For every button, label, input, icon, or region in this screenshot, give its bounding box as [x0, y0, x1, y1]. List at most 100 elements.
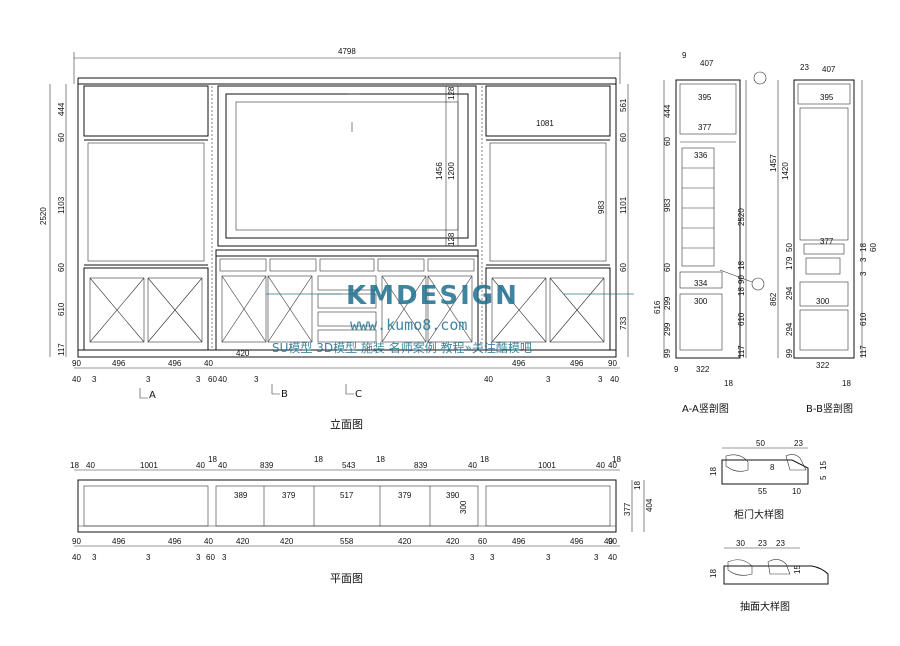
watermark-url: www.kumo8.com [350, 316, 467, 334]
dim-sa-left-3: 60 [663, 263, 672, 272]
dim-plan-bottom-10: 420 [236, 537, 250, 546]
dim-plan-side-0: 404 [645, 498, 654, 512]
caption-section-a: A-A竖剖图 [682, 402, 729, 415]
dim-left-h5: 117 [57, 343, 66, 356]
dim-sb-right-5: 117 [859, 345, 868, 358]
dim-sa-left-7: 99 [663, 349, 672, 358]
dim-sb-right-2: 60 [869, 243, 878, 252]
watermark-tagline: SU模型 3D模型 施装 名师案例 教程»关注酷模吧 [272, 340, 532, 355]
plan-view: 18 40 1001 40 18 40 839 18 543 18 839 40… [70, 455, 654, 585]
dim-sb-right-3: 3 [859, 271, 868, 276]
dim-plan-top-8: 543 [342, 461, 356, 470]
dim-sb-left-4: 862 [769, 292, 778, 306]
dim-sb-left-7: 99 [785, 349, 794, 358]
section-b-view: 23 407 395 377 300 322 18 1457 1420 50 1… [769, 63, 878, 415]
dim-center-h2: 1200 [447, 162, 456, 180]
dim-drawer-0: 30 [736, 539, 745, 548]
dim-plan-inner-2: 517 [340, 491, 354, 500]
dim-sb-left-5: 294 [785, 286, 794, 300]
dim-plan-bottom-19: 3 [546, 553, 551, 562]
dim-plan-top-13: 1001 [538, 461, 556, 470]
dim-elev-bottom-0: 90 [72, 359, 81, 368]
dim-plan-bottom-11: 420 [280, 537, 294, 546]
dim-elev-bottom-4: 3 [146, 375, 151, 384]
elevation-view: 4798 [39, 47, 629, 431]
dim-sb-left-0: 1457 [769, 154, 778, 172]
dim-sa-left-2: 983 [663, 198, 672, 212]
dim-elev-bottom-7: 40 [204, 359, 213, 368]
dim-plan-top-16: 40 [608, 461, 617, 470]
dim-plan-bottom-6: 3 [196, 553, 201, 562]
dim-drawer-4: 18 [709, 569, 718, 578]
dim-plan-bottom-17: 3 [490, 553, 495, 562]
dim-sa-top-4: 336 [694, 151, 708, 160]
dim-plan-bottom-8: 60 [206, 553, 215, 562]
dim-elev-bottom-11: 3 [254, 375, 259, 384]
dim-sa-left-6: 299 [663, 322, 672, 336]
dim-door-0: 50 [756, 439, 765, 448]
dim-sa-top-6: 300 [694, 297, 708, 306]
dim-door-4: 55 [758, 487, 767, 496]
dim-plan-side-1: 377 [623, 502, 632, 516]
dim-sb-left-2: 50 [785, 243, 794, 252]
dim-sb-top-5: 322 [816, 361, 830, 370]
dim-sb-right-4: 610 [859, 312, 868, 326]
dim-plan-top-9: 18 [376, 455, 385, 464]
dim-plan-bottom-24: 40 [608, 553, 617, 562]
dim-plan-bottom-0: 90 [72, 537, 81, 546]
dim-elev-bottom-9: 40 [218, 375, 227, 384]
dim-plan-bottom-5: 496 [168, 537, 182, 546]
dim-center-h1: 1456 [435, 162, 444, 180]
dim-elev-bottom-12: 40 [484, 375, 493, 384]
dim-plan-bottom-3: 496 [112, 537, 126, 546]
dim-plan-bottom-16: 60 [478, 537, 487, 546]
dim-sa-right-5: 117 [737, 345, 746, 358]
dim-sb-top-2: 395 [820, 93, 834, 102]
dim-sb-left-1: 1420 [781, 162, 790, 180]
dim-center-h3: 128 [447, 232, 456, 246]
dim-plan-top-2: 1001 [140, 461, 158, 470]
dim-sb-top-4: 300 [816, 297, 830, 306]
dim-plan-side-2: 300 [459, 500, 468, 514]
section-marker-a: A [149, 390, 156, 401]
dim-drawer-3: 15 [793, 565, 802, 574]
dim-door-7: 5 [819, 475, 828, 480]
dim-sa-left-0: 444 [663, 104, 672, 118]
dim-drawer-2: 23 [776, 539, 785, 548]
dim-sb-right-1: 3 [859, 257, 868, 262]
dim-plan-bottom-7: 40 [204, 537, 213, 546]
dim-door-3: 8 [770, 463, 775, 472]
dim-sa-right-3: 18 [737, 287, 746, 296]
dim-sb-right-0: 18 [859, 243, 868, 252]
dim-elev-bottom-17: 90 [608, 359, 617, 368]
dim-drawer-1: 23 [758, 539, 767, 548]
dim-elev-bottom-16: 3 [598, 375, 603, 384]
dim-plan-bottom-22: 40 [604, 537, 613, 546]
dim-plan-top-7: 18 [314, 455, 323, 464]
dim-sa-left-4: 616 [653, 300, 662, 314]
dim-sa-right-0: 2520 [737, 208, 746, 226]
dim-plan-top-3: 40 [196, 461, 205, 470]
dim-plan-bottom-18: 496 [512, 537, 526, 546]
dim-sa-right-1: 18 [737, 261, 746, 270]
dim-right-h0: 561 [619, 98, 628, 112]
dim-left-h1: 60 [57, 133, 66, 142]
dim-plan-top-1: 40 [86, 461, 95, 470]
dim-elev-bottom-14: 3 [546, 375, 551, 384]
dim-plan-top-0: 18 [70, 461, 79, 470]
dim-left-h4: 610 [57, 302, 66, 316]
dim-sb-left-3: 179 [785, 256, 794, 270]
dim-plan-inner-1: 379 [282, 491, 296, 500]
drawer-detail-view: 30 23 23 15 18 抽面大样图 [709, 539, 829, 613]
dim-elev-bottom-5: 496 [168, 359, 182, 368]
dim-elev-bottom-18: 40 [610, 375, 619, 384]
section-a-view: 9 407 395 377 336 334 300 322 18 9 444 6… [653, 51, 767, 415]
dim-left-total: 2520 [39, 207, 48, 225]
dim-door-5: 10 [792, 487, 801, 496]
dim-plan-top-14: 40 [596, 461, 605, 470]
dim-plan-bottom-13: 420 [398, 537, 412, 546]
caption-section-b: B-B竖剖图 [806, 402, 853, 415]
dim-elev-bottom-3: 496 [112, 359, 126, 368]
section-marker-b: B [281, 389, 288, 400]
dim-sb-top-6: 18 [842, 379, 851, 388]
